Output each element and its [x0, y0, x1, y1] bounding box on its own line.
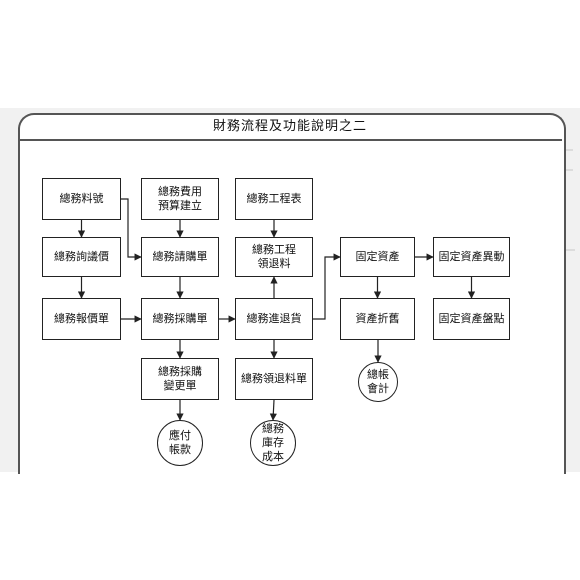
node-gen-quotation: 總務報價單 — [42, 298, 121, 340]
node-asset-depreciation: 資產折舊 — [340, 298, 415, 340]
diagram-title: 財務流程及功能說明之二 — [212, 119, 367, 134]
node-gen-project-table: 總務工程表 — [235, 178, 313, 220]
node-gen-material-no: 總務料號 — [42, 178, 121, 220]
node-fixed-assets: 固定資產 — [340, 237, 415, 277]
node-gen-inquiry: 總務詢議價 — [42, 237, 121, 277]
node-fixed-asset-change: 固定資產異動 — [433, 237, 510, 277]
title-bar: 財務流程及功能說明之二 — [20, 115, 560, 139]
node-gen-project-issue-return: 總務工程 領退料 — [235, 237, 313, 277]
node-fixed-asset-inventory: 固定資產盤點 — [433, 298, 510, 340]
node-gen-purchase-order: 總務採購單 — [141, 298, 219, 340]
node-gen-po-change: 總務採購 變更單 — [141, 358, 219, 400]
title-divider — [18, 139, 562, 141]
node-gen-inventory-cost: 總務 庫存 成本 — [250, 420, 296, 466]
node-gen-ledger: 總帳 會計 — [358, 362, 398, 402]
node-gen-issue-return-slip: 總務領退料單 — [235, 358, 313, 400]
node-gen-requisition: 總務請購單 — [141, 237, 219, 277]
node-gen-budget: 總務費用 預算建立 — [141, 178, 219, 220]
node-accounts-payable: 應付 帳款 — [157, 420, 203, 466]
diagram-frame — [18, 113, 566, 474]
node-gen-receive-return: 總務進退貨 — [235, 298, 313, 340]
